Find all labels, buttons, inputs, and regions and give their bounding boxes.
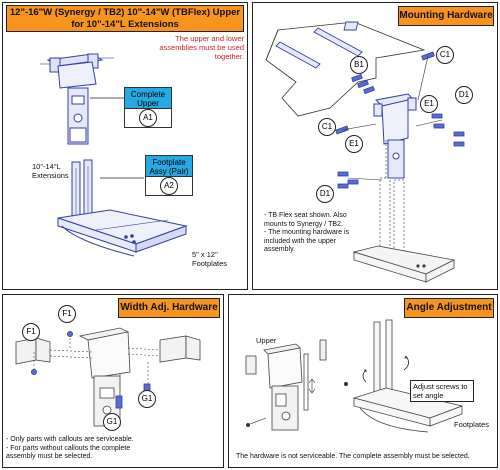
upper-title-line2: for 10"-14"L Extensions — [71, 19, 179, 30]
extensions-label: 10"-14"L Extensions — [32, 162, 69, 180]
warning-note: The upper and lower assemblies must be u… — [159, 34, 244, 61]
angle-note: The hardware is not serviceable. The com… — [236, 453, 470, 460]
ref-a2: A2 — [160, 177, 178, 195]
width-adj-panel — [2, 294, 224, 468]
width-adj-drawing — [15, 327, 201, 427]
footplates-label: 5" x 12" Footplates — [192, 250, 228, 268]
angle-adjustment-drawing — [245, 319, 464, 433]
ref-d1-right: D1 — [455, 86, 473, 104]
mounting-note-line2: mounts to Synergy / TB2. — [264, 220, 343, 228]
mounting-hardware-header: Mounting Hardware — [398, 6, 494, 26]
ref-c1-left: C1 — [318, 118, 336, 136]
footplate-extension-drawing — [57, 159, 188, 257]
width-note-line2: - For parts without callouts the complet… — [6, 444, 131, 452]
complete-upper-drawing — [40, 53, 114, 145]
ref-a1: A1 — [139, 109, 157, 127]
upper-title-line1: 12"-16"W (Synergy / TB2) 10"-14"W (TBFle… — [9, 7, 241, 18]
ref-d1-left: D1 — [316, 185, 334, 203]
width-adj-note: - Only parts with callouts are serviceab… — [6, 436, 216, 462]
adjust-screws-label: Adjust screws to set angle — [410, 380, 474, 402]
ref-e1-right: E1 — [420, 95, 438, 113]
callout-a2-leader — [100, 177, 144, 179]
mounting-note-line3: - The mounting hardware is — [264, 229, 350, 236]
mounting-note: - TB Flex seat shown. Also mounts to Syn… — [264, 212, 374, 255]
ref-f1-top: F1 — [58, 305, 76, 323]
ref-f1-left: F1 — [22, 323, 40, 341]
angle-upper-label: Upper — [256, 336, 277, 345]
ref-g1-right: G1 — [138, 390, 156, 408]
callout-a2-label: Footplate Assy (Pair) — [145, 155, 193, 177]
mounting-hardware-drawing — [265, 21, 465, 283]
ref-e1-left: E1 — [345, 135, 363, 153]
mounting-note-line5: assembly. — [264, 246, 295, 253]
angle-footplates-label: Footplates — [454, 420, 490, 429]
callout-a1-label: Complete Upper — [124, 87, 172, 109]
width-adj-header: Width Adj. Hardware — [118, 298, 220, 318]
mounting-note-line4: included with the upper — [264, 237, 336, 245]
ref-g1-bottom: G1 — [103, 413, 121, 431]
upper-assembly-header: 12"-16"W (Synergy / TB2) 10"-14"W (TBFle… — [6, 5, 244, 32]
width-note-line1: - Only parts with callouts are serviceab… — [6, 436, 134, 443]
angle-adjustment-header: Angle Adjustment — [404, 298, 494, 318]
width-note-line3: assembly must be selected. — [6, 453, 93, 460]
callout-a1-leader — [90, 97, 124, 99]
ref-b1: B1 — [350, 56, 368, 74]
mounting-note-line1: - TB Flex seat shown. Also — [264, 212, 347, 219]
ref-c1-top: C1 — [436, 46, 454, 64]
